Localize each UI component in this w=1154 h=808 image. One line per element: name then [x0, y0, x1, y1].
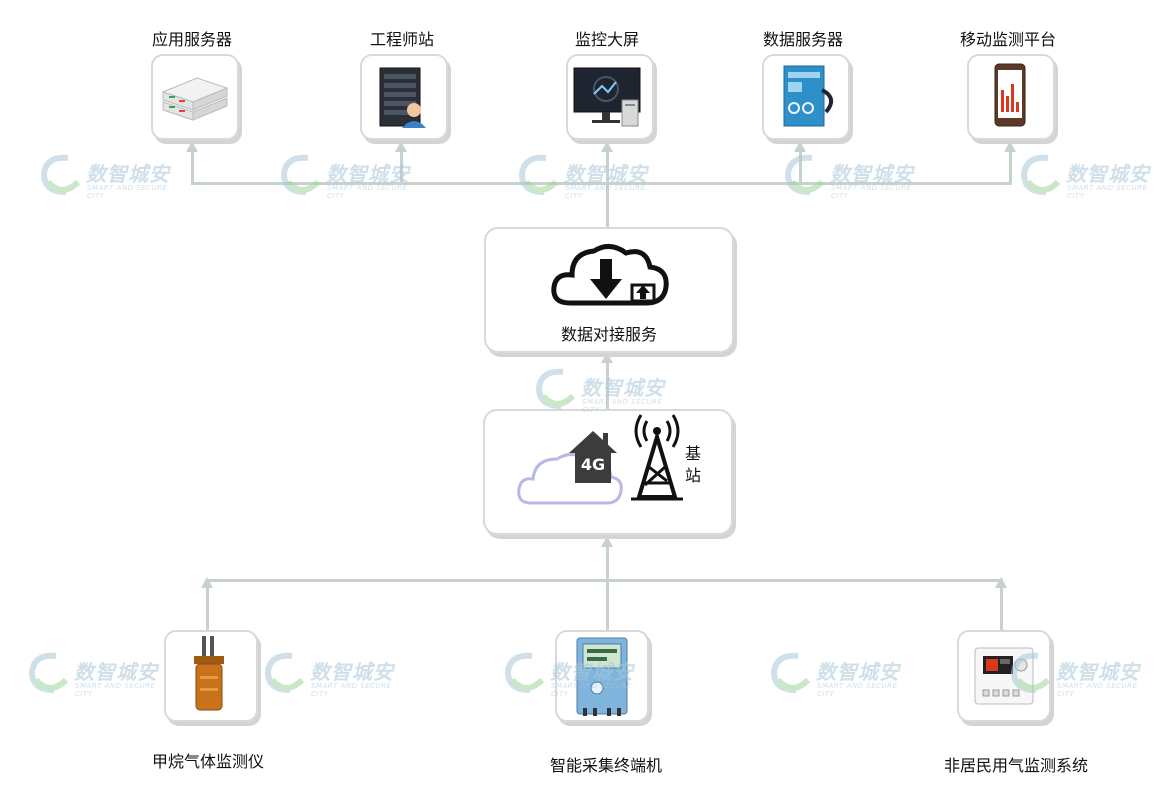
arrow-gas-monitor [995, 577, 1007, 588]
connector-mobile [1009, 150, 1012, 184]
top-label-engineer: 工程师站 [369, 30, 434, 49]
watermark-title: 数智城安 [1066, 162, 1150, 186]
bottom-label-gas-monitor: 非居民用气监测系统 [943, 756, 1088, 775]
connector-monitor [606, 150, 609, 228]
watermark-subtitle: SMART AND SECURE CITY [565, 184, 646, 200]
watermark-subtitle: SMART AND SECURE CITY [1067, 184, 1148, 200]
watermark-title: 数智城安 [564, 162, 648, 186]
arrow-app-server [186, 141, 198, 152]
watermark-title: 数智城安 [816, 660, 900, 684]
app-server-card [151, 54, 239, 140]
arrow-data-server [794, 141, 806, 152]
connector-app-server [191, 150, 194, 184]
mobile-card [967, 54, 1055, 140]
arrow-mobile [1004, 141, 1016, 152]
watermark-logo-icon [264, 652, 305, 693]
watermark-logo-icon [504, 652, 545, 693]
mobile-phone-icon [994, 63, 1026, 127]
watermark-title: 数智城安 [326, 162, 410, 186]
terminal-card [555, 630, 649, 722]
engineer-card [360, 54, 448, 140]
watermark-title: 数智城安 [86, 162, 170, 186]
watermark: 数智城安 SMART AND SECURE CITY [782, 152, 922, 202]
cloud-service-label: 数据对接服务 [560, 325, 657, 344]
connector-bottom-to-network [606, 544, 609, 582]
watermark-logo-icon [535, 368, 576, 409]
watermark-logo-icon [518, 154, 559, 195]
watermark-logo-icon [784, 154, 825, 195]
top-label-app-server: 应用服务器 [151, 30, 232, 49]
watermark: 数智城安 SMART AND SECURE CITY [262, 650, 402, 700]
engineer-workstation-icon [379, 67, 426, 128]
connector-engineer [400, 150, 403, 184]
watermark: 数智城安 SMART AND SECURE CITY [533, 366, 673, 416]
arrow-methane [201, 577, 213, 588]
watermark-title: 数智城安 [830, 162, 914, 186]
watermark-subtitle: SMART AND SECURE CITY [582, 398, 663, 414]
methane-detector-icon [194, 636, 224, 711]
watermark-logo-icon [28, 652, 69, 693]
bottom-bus-line [206, 579, 1003, 582]
watermark-title: 数智城安 [74, 660, 158, 684]
watermark: 数智城安 SMART AND SECURE CITY [278, 152, 418, 202]
watermark: 数智城安 SMART AND SECURE CITY [1008, 650, 1148, 700]
watermark-logo-icon [1010, 652, 1051, 693]
watermark: 数智城安 SMART AND SECURE CITY [768, 650, 908, 700]
bottom-label-methane: 甲烷气体监测仪 [151, 752, 264, 771]
watermark: 数智城安 SMART AND SECURE CITY [1018, 152, 1154, 202]
arrow-engineer [395, 141, 407, 152]
collection-terminal-icon [576, 637, 628, 716]
watermark-logo-icon [1020, 154, 1061, 195]
server-rack-icon [161, 77, 229, 121]
watermark-subtitle: SMART AND SECURE CITY [87, 184, 168, 200]
base-station-box: 4G 基站 [483, 409, 733, 535]
connector-terminal [606, 580, 609, 630]
watermark: 数智城安 SMART AND SECURE CITY [38, 152, 178, 202]
watermark-subtitle: SMART AND SECURE CITY [327, 184, 408, 200]
watermark-subtitle: SMART AND SECURE CITY [1057, 682, 1138, 698]
monitor-screen-icon [573, 67, 641, 127]
data-server-card [762, 54, 850, 140]
watermark: 数智城安 SMART AND SECURE CITY [516, 152, 656, 202]
connector-data-server [799, 150, 802, 184]
house-4g-icon [569, 431, 617, 483]
watermark-logo-icon [280, 154, 321, 195]
watermark-subtitle: SMART AND SECURE CITY [551, 682, 632, 698]
monitor-card [566, 54, 654, 140]
data-server-icon [783, 65, 834, 127]
watermark-title: 数智城安 [310, 660, 394, 684]
watermark-logo-icon [770, 652, 811, 693]
watermark-subtitle: SMART AND SECURE CITY [831, 184, 912, 200]
watermark: 数智城安 SMART AND SECURE CITY [502, 650, 642, 700]
top-label-data-server: 数据服务器 [762, 30, 843, 49]
top-bus-line [191, 182, 1012, 185]
watermark: 数智城安 SMART AND SECURE CITY [26, 650, 166, 700]
methane-detector-card [164, 630, 258, 722]
watermark-subtitle: SMART AND SECURE CITY [75, 682, 156, 698]
watermark-title: 数智城安 [581, 376, 665, 400]
cell-tower-icon [631, 414, 683, 501]
base-station-label: 基站 [685, 444, 702, 485]
top-label-monitor: 监控大屏 [574, 30, 639, 49]
watermark-title: 数智城安 [550, 660, 634, 684]
connector-methane [206, 588, 209, 630]
watermark-subtitle: SMART AND SECURE CITY [311, 682, 392, 698]
arrow-monitor [601, 141, 613, 152]
arrow-network [601, 536, 613, 547]
watermark-logo-icon [40, 154, 81, 195]
watermark-title: 数智城安 [1056, 660, 1140, 684]
data-integration-service-box: 数据对接服务 [484, 227, 734, 353]
network-badge: 4G [580, 455, 606, 474]
cloud-upload-download-icon [551, 244, 669, 306]
arrow-cloud-service [601, 352, 613, 363]
bottom-label-terminal: 智能采集终端机 [549, 756, 662, 775]
connector-network-to-cloud [606, 360, 609, 412]
connector-gas-monitor [1000, 588, 1003, 630]
watermark-subtitle: SMART AND SECURE CITY [817, 682, 898, 698]
top-label-mobile: 移动监测平台 [959, 30, 1056, 49]
